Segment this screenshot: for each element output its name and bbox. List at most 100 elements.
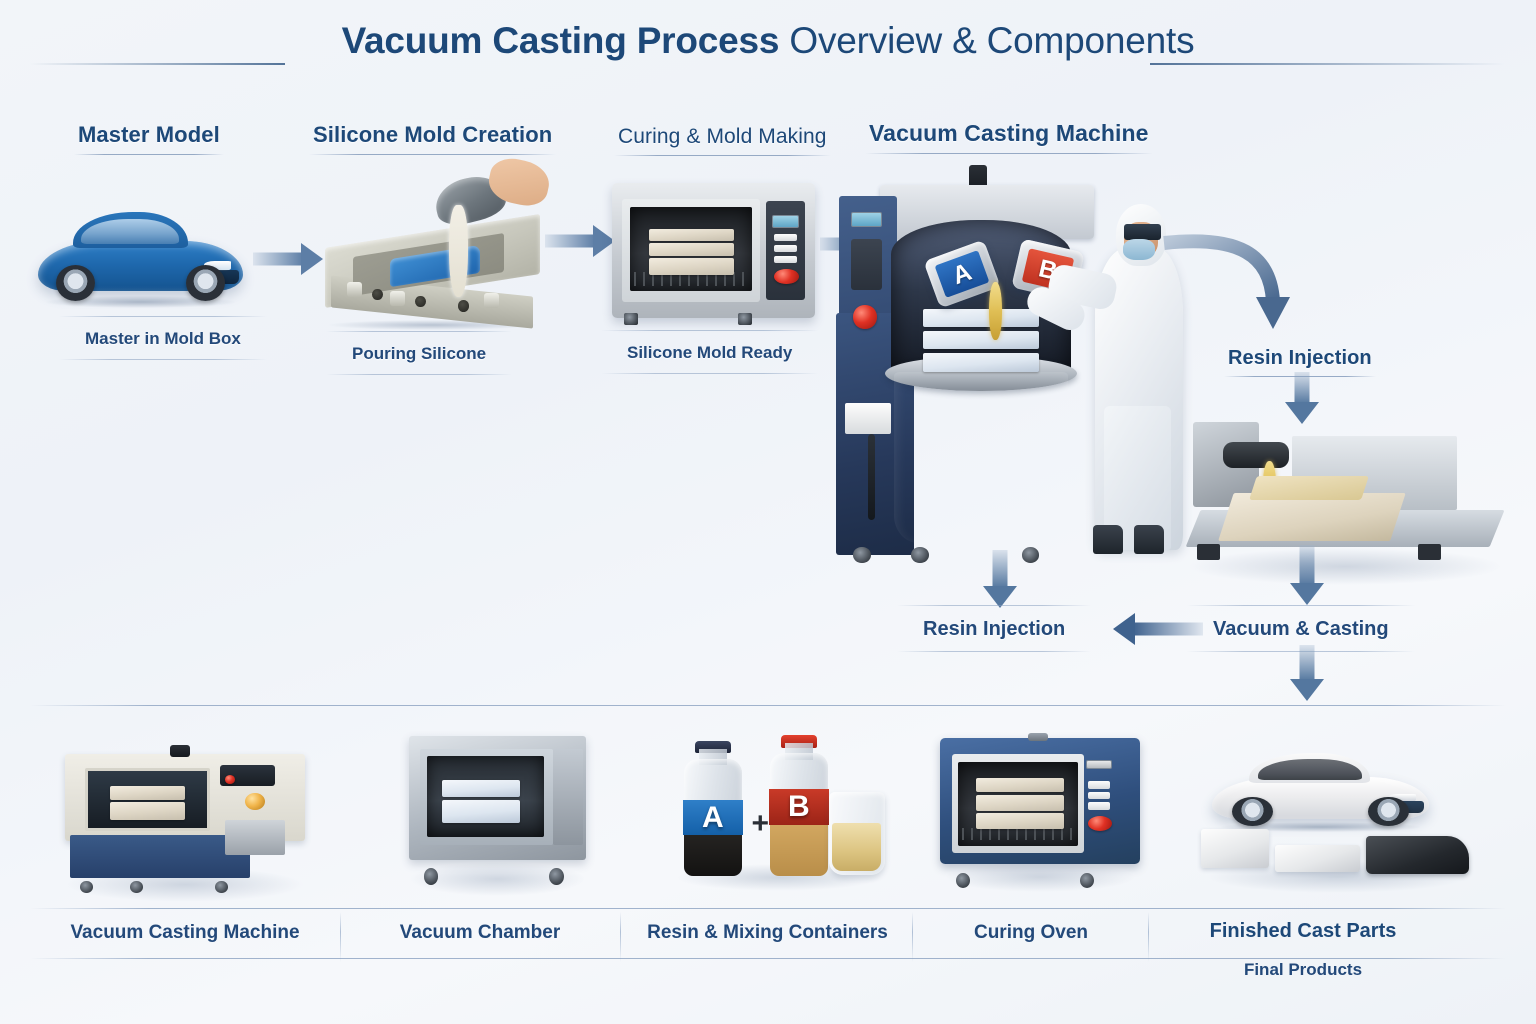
vacuum-casting-machine-image <box>836 165 1126 563</box>
step-caption-master-in-mold-box: Master in Mold Box <box>59 316 267 360</box>
machine-socket-plate <box>844 402 892 435</box>
arrow-shaft <box>992 550 1008 588</box>
flow-label-vacuum-casting: Vacuum & Casting <box>1187 605 1415 652</box>
oven-mold-stack <box>648 228 734 275</box>
bottle-a-label: A <box>682 800 744 836</box>
machine-caster-3 <box>215 881 228 893</box>
flow-arrow-curved-to-resin-injection <box>1163 234 1290 329</box>
technician-boot-left <box>1092 524 1123 554</box>
component-vacuum-casting-machine-image <box>60 745 310 902</box>
car-rear-wheel <box>1231 796 1273 827</box>
component-sublabel-final-products: Final Products <box>1243 960 1363 979</box>
master-model-car-image <box>38 188 243 308</box>
mold-slab-2 <box>442 799 520 823</box>
oven-emergency-stop-button[interactable] <box>774 269 799 285</box>
mold-slab-3 <box>976 812 1064 829</box>
moldbox-knob-2 <box>389 290 405 306</box>
arrow-head <box>1290 583 1324 605</box>
moldbox-hole-2 <box>415 295 427 307</box>
component-vacuum-chamber-image <box>405 730 590 896</box>
platform-foot-right <box>1417 544 1441 560</box>
machine-resin-stream <box>989 282 1002 340</box>
plus-icon: + <box>751 807 770 840</box>
beaker-liquid <box>832 823 882 872</box>
component-label-vacuum-chamber: Vacuum Chamber <box>399 922 561 943</box>
technician-operator <box>1022 190 1201 554</box>
car-windshield <box>81 219 180 245</box>
step-heading-silicone-mold: Silicone Mold Creation <box>308 122 557 155</box>
arrow-shaft <box>253 252 303 266</box>
chamber-door-open[interactable] <box>553 748 583 845</box>
oven-button-3[interactable] <box>774 255 797 263</box>
flow-arrow-down-to-resin-bottom <box>980 550 1020 608</box>
silicone-stream <box>449 205 468 297</box>
mold-slab-1 <box>976 778 1064 793</box>
car-headlight <box>1387 793 1416 802</box>
oven-foot-left <box>624 312 639 325</box>
mold-slab-1 <box>442 779 520 797</box>
machine-display-screen <box>850 211 883 228</box>
arrow-shaft <box>1294 372 1310 404</box>
title-bold: Vacuum Casting Process <box>341 20 780 61</box>
car-shadow <box>46 296 235 308</box>
mold-slab-2 <box>923 330 1039 350</box>
component-finished-parts-image <box>1195 730 1480 894</box>
machine-lower-panel <box>70 834 250 879</box>
arrow-head <box>593 225 615 257</box>
machine-caster-left <box>853 547 871 563</box>
mold-slab-1 <box>648 228 734 241</box>
curing-oven-button-3[interactable] <box>1088 802 1110 810</box>
mixing-beaker <box>828 792 885 875</box>
car-headlight <box>204 261 231 271</box>
mold-slab-1 <box>110 785 185 801</box>
step-heading-curing-mold: Curing & Mold Making <box>614 125 831 156</box>
car-front-wheel <box>185 264 225 301</box>
machine-caster-2 <box>130 881 143 893</box>
machine-keypad[interactable] <box>850 239 883 290</box>
mold-slab-3 <box>648 258 734 275</box>
arrow-head <box>1290 679 1324 701</box>
machine-emergency-stop-button[interactable] <box>853 305 877 329</box>
machine-red-indicator <box>225 775 235 785</box>
machine-vacuum-drum <box>894 372 1068 544</box>
machine-mold-stack <box>923 309 1039 372</box>
machine-caster-right <box>1021 547 1039 563</box>
curing-oven-button-1[interactable] <box>1088 781 1110 789</box>
technician-boot-right <box>1134 524 1165 554</box>
oven-button-2[interactable] <box>774 245 797 252</box>
machine-exhaust-port <box>170 745 190 757</box>
moldbox-shadow <box>329 319 536 330</box>
flow-arrow-down-to-vacuum-casting <box>1287 545 1327 605</box>
moldbox-hole-1 <box>372 288 384 301</box>
step-caption-pouring-silicone: Pouring Silicone <box>325 331 513 375</box>
oven-button-1[interactable] <box>774 234 797 242</box>
injection-mold-upper <box>1248 476 1369 501</box>
safety-goggles-icon <box>1123 224 1161 241</box>
flow-arrow-left <box>1113 613 1203 645</box>
arrow-shaft <box>545 234 595 248</box>
platform-shadow <box>1186 547 1504 586</box>
finished-white-car <box>1212 733 1429 833</box>
flow-label-resin-injection-right: Resin Injection <box>1224 347 1376 377</box>
curing-oven-button-2[interactable] <box>1088 791 1110 799</box>
curing-oven-power-button[interactable] <box>1088 815 1112 831</box>
cast-part-rail <box>1274 845 1361 873</box>
bottle-b-contents <box>769 819 828 876</box>
arrow-shaft <box>1299 645 1315 681</box>
component-label-resin-containers: Resin & Mixing Containers <box>647 922 888 943</box>
flow-arrow-down-to-components <box>1287 645 1327 701</box>
components-band-bottom-rule <box>30 958 1506 959</box>
car-shadow <box>1220 822 1421 833</box>
component-curing-oven-image <box>940 733 1140 892</box>
flow-label-resin-injection-bottom: Resin Injection <box>896 605 1092 652</box>
curing-oven-display <box>1086 760 1112 769</box>
platform-foot-left <box>1196 544 1220 560</box>
moldbox-knob-1 <box>346 281 362 297</box>
machine-side-tray <box>225 820 285 856</box>
bottle-b-label: B <box>768 788 830 826</box>
injection-mold-lower <box>1218 493 1406 541</box>
machine-window-molds <box>110 785 185 821</box>
curing-oven-molds <box>976 778 1064 829</box>
curing-oven-caster-left <box>956 872 970 888</box>
title-rule-left <box>30 63 285 65</box>
